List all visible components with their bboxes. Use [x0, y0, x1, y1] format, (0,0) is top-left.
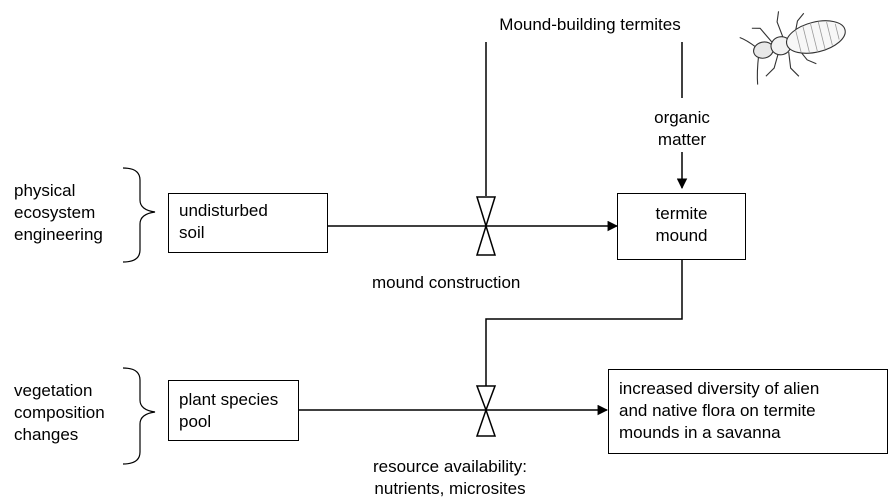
lower-valve-lower	[475, 407, 497, 437]
plant-species-pool-box: plant species pool	[168, 380, 299, 441]
physical-engineering-brace	[122, 167, 156, 263]
undisturbed-soil-box: undisturbed soil	[168, 193, 328, 253]
mound-to-resource-line	[485, 260, 683, 386]
mound-construction-label: mound construction	[372, 273, 521, 292]
increased-diversity-box: increased diversity of alien and native …	[608, 369, 888, 454]
vegetation-changes-brace	[122, 367, 156, 465]
lower-valve	[475, 385, 497, 413]
upper-valve-lower	[475, 223, 497, 256]
vegetation-changes-label: vegetation composition changes	[14, 381, 105, 444]
resource-availability-label: resource availability: nutrients, micros…	[372, 457, 527, 498]
upper-valve	[475, 196, 497, 229]
physical-engineering-label: physical ecosystem engineering	[14, 181, 103, 244]
organic-matter-label: organic matter	[654, 108, 710, 149]
termite-mound-box: termite mound	[617, 193, 746, 260]
mound-building-termites-label: Mound-building termites	[499, 15, 681, 34]
termite-icon	[739, 11, 846, 85]
